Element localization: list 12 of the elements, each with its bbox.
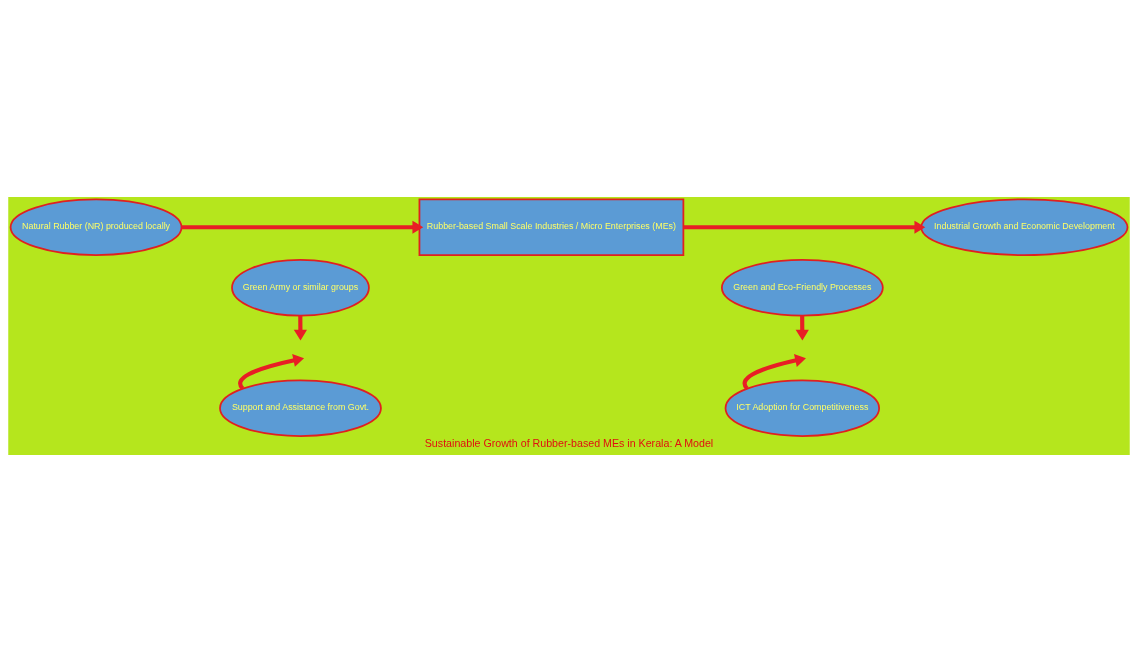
arrow bbox=[683, 220, 926, 234]
node-ellipse: ICT Adoption for Competitiveness bbox=[724, 378, 881, 437]
node-ellipse: Industrial Growth and Economic Development bbox=[920, 198, 1129, 256]
node-box: Rubber-based Small Scale Industries / Micro Enterprises (MEs) bbox=[418, 198, 685, 256]
arrow bbox=[742, 353, 806, 390]
node-ellipse: Natural Rubber (NR) produced locally bbox=[9, 198, 183, 256]
arrow bbox=[238, 353, 305, 390]
caption: Sustainable Growth of Rubber-based MEs in Kerala: A Model bbox=[424, 436, 714, 449]
arrow bbox=[181, 220, 424, 234]
node-ellipse: Support and Assistance from Govt. bbox=[219, 378, 382, 437]
node-ellipse: Green Army or similar groups bbox=[231, 258, 370, 316]
node-ellipse: Green and Eco-Friendly Processes bbox=[721, 258, 884, 316]
